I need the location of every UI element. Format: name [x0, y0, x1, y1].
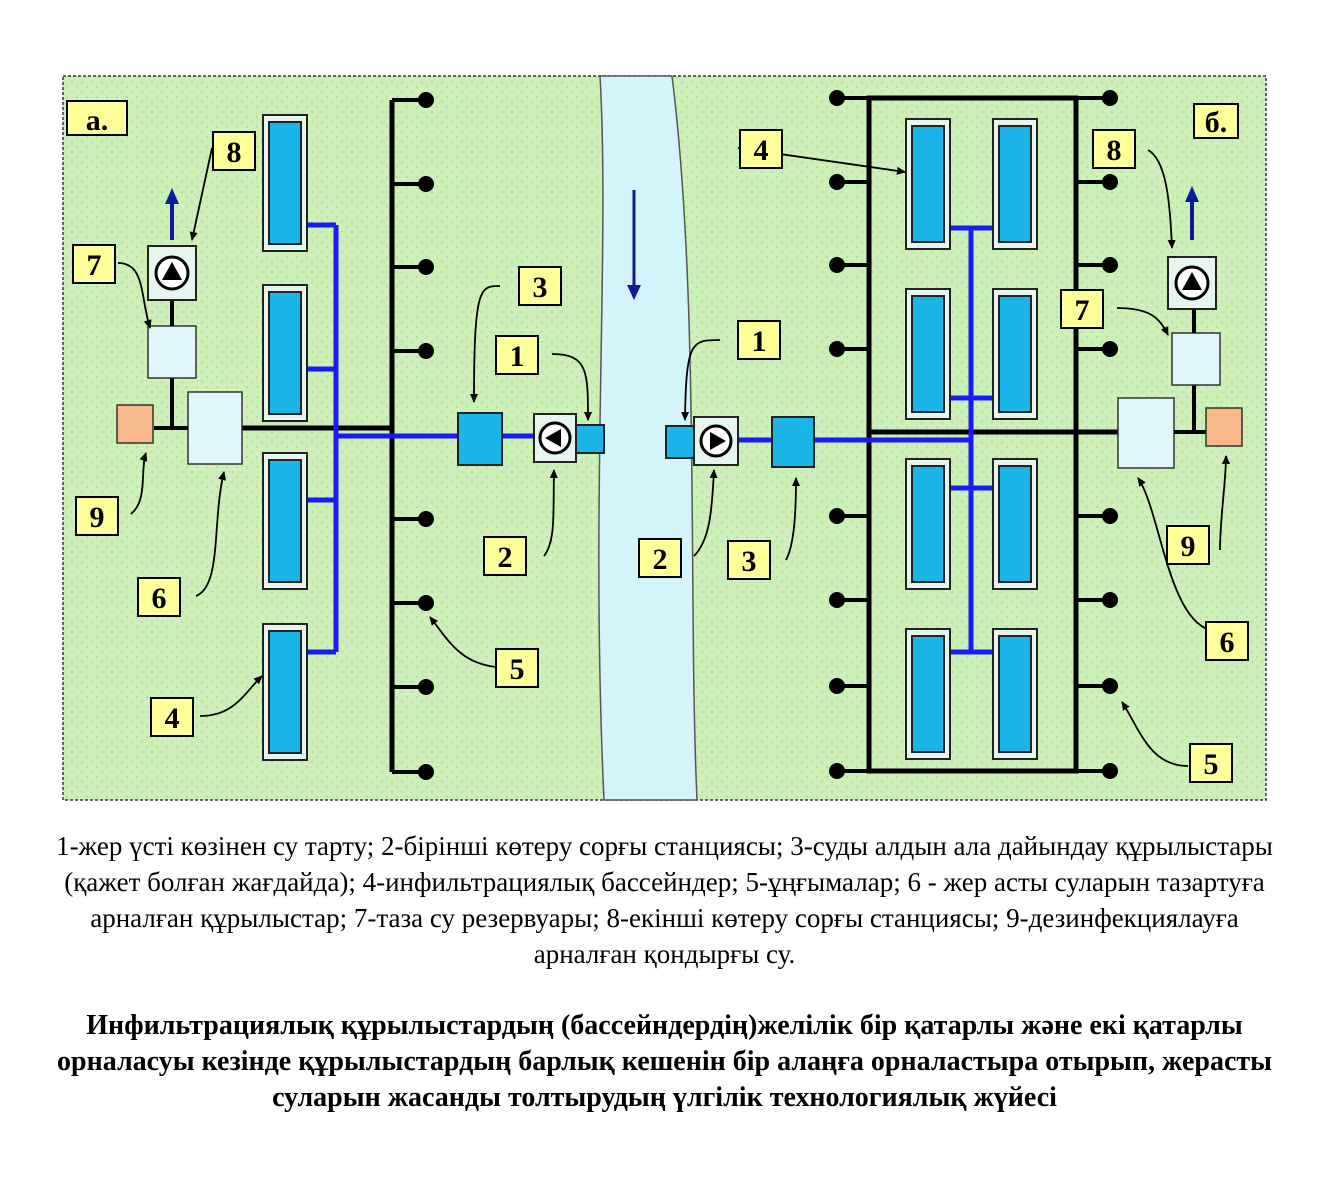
right-pump-triangle-icon	[710, 432, 726, 450]
well	[829, 257, 845, 273]
well	[1102, 678, 1118, 694]
right-pump2-triangle-icon	[1182, 272, 1202, 290]
figure-title: Инфильтрациялық құрылыстардың (бассейнде…	[57, 1010, 1272, 1113]
river-flow-arrowhead	[627, 285, 641, 300]
well	[418, 764, 434, 780]
label-texts: a. б. 8 7 9 6 4 5 3 1 2 4 8 7 9 6 5 1 2 …	[86, 104, 1235, 781]
label-4-left: 4	[165, 702, 180, 735]
well	[418, 595, 434, 611]
left-intake	[575, 424, 605, 454]
left-clean-reservoir	[147, 325, 197, 379]
well	[1102, 763, 1118, 779]
label-5-left: 5	[510, 653, 525, 686]
well	[829, 678, 845, 694]
river	[598, 75, 698, 801]
well	[1102, 508, 1118, 524]
right-wells	[829, 90, 1118, 779]
well	[418, 343, 434, 359]
label-9-right: 9	[1181, 530, 1196, 563]
well	[829, 508, 845, 524]
label-8-right: 8	[1107, 134, 1122, 167]
left-treatment-facility	[187, 391, 243, 465]
well	[1102, 174, 1118, 190]
label-7-right: 7	[1075, 294, 1090, 327]
label-5-right: 5	[1204, 748, 1219, 781]
right-blue-pipes	[814, 225, 996, 655]
panel-b-label: б.	[1205, 106, 1228, 139]
right-disinfection	[1205, 407, 1243, 447]
label-2-left: 2	[498, 541, 513, 574]
left-pretreatment	[457, 412, 503, 466]
well	[1102, 90, 1118, 106]
well	[829, 174, 845, 190]
right-clean-reservoir	[1171, 332, 1221, 386]
label-3-right: 3	[742, 545, 757, 578]
left-infiltration-basins	[262, 114, 308, 761]
label-boxes	[66, 100, 1249, 783]
label-9-left: 9	[90, 501, 105, 534]
label-6-right: 6	[1220, 626, 1235, 659]
label-6-left: 6	[152, 582, 167, 615]
left-blue-pipes	[303, 222, 534, 655]
left-outflow-arrow-icon	[165, 188, 179, 204]
label-7-left: 7	[87, 249, 102, 282]
well	[418, 176, 434, 192]
well	[1102, 341, 1118, 357]
left-wells	[418, 92, 434, 780]
panel-a-label: a.	[86, 104, 109, 137]
label-2-right: 2	[653, 543, 668, 576]
well	[418, 511, 434, 527]
label-1-right: 1	[752, 325, 767, 358]
right-treatment-facility	[1117, 397, 1175, 469]
well	[829, 90, 845, 106]
left-disinfection	[116, 404, 154, 444]
left-pump-triangle-icon	[545, 429, 561, 447]
left-pump2-triangle-icon	[162, 262, 182, 280]
label-4-right: 4	[754, 134, 769, 167]
right-infiltration-basins	[905, 118, 1038, 760]
well	[829, 341, 845, 357]
well	[829, 763, 845, 779]
well	[1102, 257, 1118, 273]
leader-lines	[117, 147, 1230, 767]
well	[418, 679, 434, 695]
well	[829, 592, 845, 608]
label-1-left: 1	[510, 340, 525, 373]
figure-legend: 1-жер үсті көзінен су тарту; 2-бірінші к…	[56, 831, 1273, 969]
well	[418, 259, 434, 275]
well	[1102, 592, 1118, 608]
right-intake	[665, 425, 695, 459]
right-pretreatment	[771, 416, 815, 468]
label-8-left: 8	[227, 136, 242, 169]
water-recharge-diagram: a. б. 8 7 9 6 4 5 3 1 2 4 8 7 9 6 5 1 2 …	[62, 75, 1267, 801]
right-outflow-arrow-icon	[1185, 186, 1199, 202]
label-3-left: 3	[533, 271, 548, 304]
well	[418, 92, 434, 108]
